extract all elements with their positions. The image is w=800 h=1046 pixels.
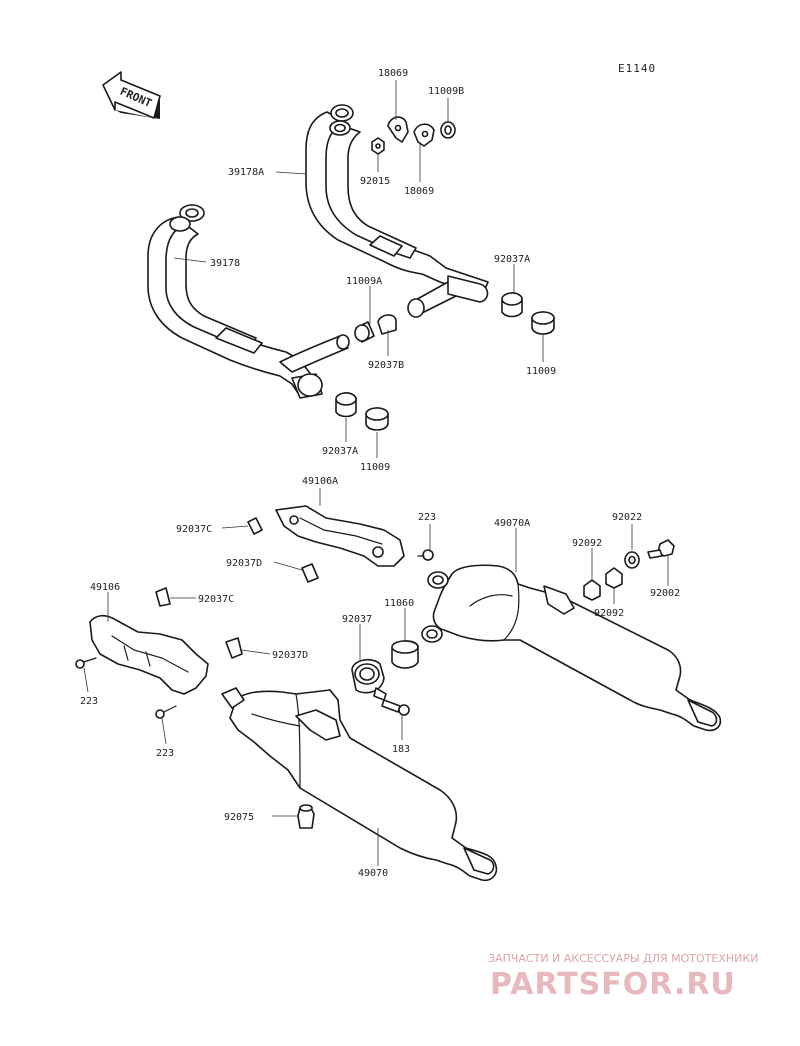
nut-92015 — [371, 137, 385, 155]
watermark: ЗАПЧАСТИ И АКСЕССУАРЫ ДЛЯ МОТОТЕХНИКИ PA… — [488, 952, 758, 1002]
callout-11009b: 11009B — [428, 86, 464, 97]
callout-11009-lower: 11009 — [360, 462, 390, 473]
exhaust-pipe-39178a — [305, 104, 489, 318]
callout-49106: 49106 — [90, 582, 120, 593]
clamp-92037b — [377, 314, 397, 335]
callout-92037a-lower: 92037A — [322, 446, 358, 457]
washer-92022 — [624, 551, 640, 569]
diagram-code: E1140 — [618, 62, 656, 75]
callout-11009-upper: 11009 — [526, 366, 556, 377]
watermark-subtitle: ЗАПЧАСТИ И АКСЕССУАРЫ ДЛЯ МОТОТЕХНИКИ — [488, 952, 758, 965]
bolt-223-left — [75, 657, 97, 669]
callout-92037a-upper: 92037A — [494, 254, 530, 265]
callout-18069-bottom: 18069 — [404, 186, 434, 197]
bolt-223-bottom — [155, 705, 177, 719]
gasket-11009b — [440, 121, 456, 139]
callout-labels: 18069 11009B 39178A 92015 18069 39178 11… — [80, 68, 680, 879]
callout-39178: 39178 — [210, 258, 240, 269]
exhaust-pipe-39178 — [147, 204, 350, 399]
callout-92022: 92022 — [612, 512, 642, 523]
bolt-92002 — [647, 539, 675, 559]
callout-92002: 92002 — [650, 588, 680, 599]
bolt-223-upper — [417, 549, 434, 561]
leader-lines — [83, 80, 669, 866]
nut-92092-left — [583, 579, 601, 601]
clamp-92037a-lower — [335, 392, 357, 418]
callout-92037d-upper: 92037D — [226, 558, 262, 569]
callout-92075: 92075 — [224, 812, 254, 823]
clip-92037d-upper — [301, 563, 319, 583]
muffler-49070 — [221, 687, 498, 882]
callout-92092-right: 92092 — [594, 608, 624, 619]
callout-49070a: 49070A — [494, 518, 530, 529]
gasket-11009-lower — [365, 407, 389, 431]
bracket-49106 — [89, 614, 209, 695]
callout-183: 183 — [392, 744, 410, 755]
clamp-18069-upper — [387, 116, 409, 143]
clip-92037c-upper — [247, 517, 263, 535]
callout-11060: 11060 — [384, 598, 414, 609]
gasket-11009-upper — [531, 311, 555, 335]
clip-92037c-lower — [155, 587, 171, 607]
muffler-49070a — [421, 564, 722, 732]
callout-18069-top: 18069 — [378, 68, 408, 79]
callout-92092-left: 92092 — [572, 538, 602, 549]
watermark-brand: PARTSFOR.RU — [490, 967, 736, 1002]
callout-49070: 49070 — [358, 868, 388, 879]
callout-92037d-lower: 92037D — [272, 650, 308, 661]
nut-92092-right — [605, 567, 623, 589]
callout-223-upper: 223 — [418, 512, 436, 523]
bracket-49106a — [275, 505, 405, 567]
callout-11009a: 11009A — [346, 276, 382, 287]
gasket-11009a — [354, 321, 375, 343]
gasket-11060 — [391, 640, 419, 669]
clamp-18069-lower — [413, 123, 435, 147]
bolt-183 — [381, 699, 410, 716]
callout-92037b: 92037B — [368, 360, 404, 371]
clamp-92037a-upper — [501, 292, 523, 318]
callout-92037c-upper: 92037C — [176, 524, 212, 535]
callout-92037c-lower: 92037C — [198, 594, 234, 605]
callout-223-bottom: 223 — [156, 748, 174, 759]
callout-49106a: 49106A — [302, 476, 338, 487]
front-arrow-icon: FRONT — [102, 71, 161, 119]
callout-39178a: 39178A — [228, 167, 264, 178]
clip-92037d-lower — [225, 637, 243, 659]
callout-223-left: 223 — [80, 696, 98, 707]
damper-92075 — [297, 804, 315, 829]
clamp-92037 — [351, 658, 387, 701]
callout-92015: 92015 — [360, 176, 390, 187]
callout-92037: 92037 — [342, 614, 372, 625]
